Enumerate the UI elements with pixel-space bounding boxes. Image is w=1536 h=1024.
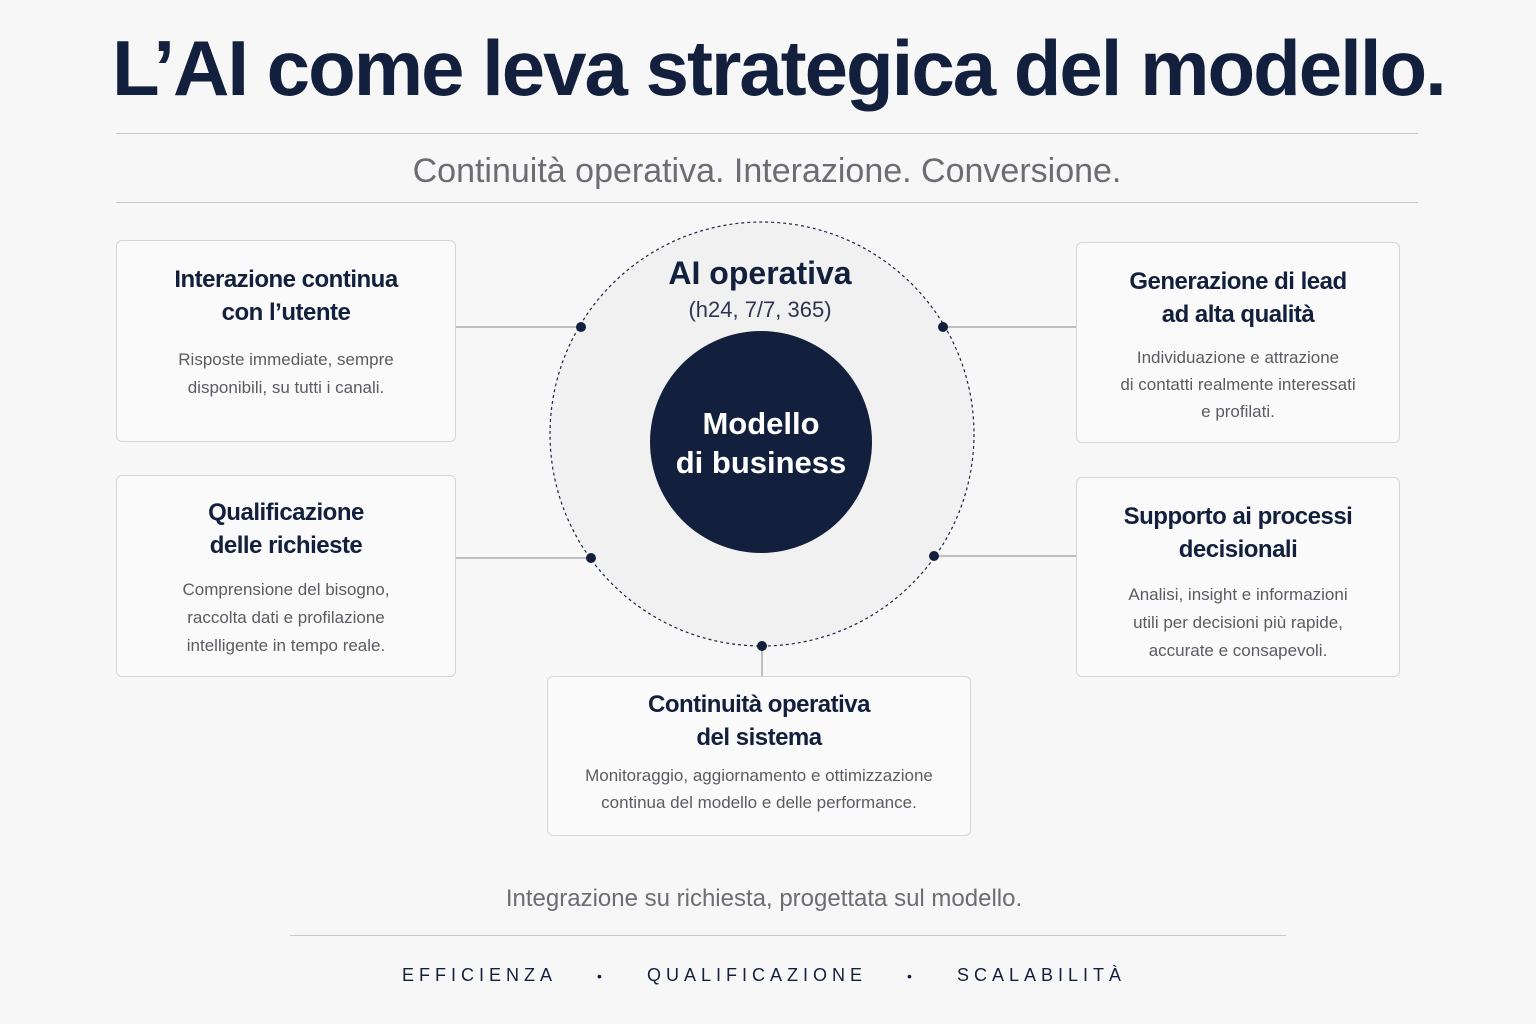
card-title: Interazione continua con l’utente	[174, 266, 398, 326]
card-decisions: Supporto ai processi decisionali Analisi…	[1076, 477, 1400, 677]
node-dot-decisions	[929, 551, 939, 561]
node-dot-leads	[938, 322, 948, 332]
ring-subtitle: (h24, 7/7, 365)	[688, 297, 832, 322]
keyword-separator: •	[907, 968, 917, 984]
card-title: Supporto ai processi decisionali	[1123, 503, 1353, 563]
card-text: Analisi, insight e informazioni utili pe…	[1128, 585, 1348, 660]
card-text: Risposte immediate, sempre disponibili, …	[178, 350, 394, 397]
keyword-qualificazione: QUALIFICAZIONE	[646, 965, 867, 985]
page-title: L’AI come leva strategica del modello.	[112, 24, 1447, 112]
node-dot-qualification	[586, 553, 596, 563]
page-subtitle: Continuità operativa. Interazione. Conve…	[412, 152, 1122, 190]
node-dot-continuity	[757, 641, 767, 651]
keyword-scalabilita: SCALABILITÀ	[956, 965, 1126, 985]
card-text: Monitoraggio, aggiornamento e ottimizzaz…	[585, 766, 933, 812]
footer-divider	[290, 935, 1286, 936]
node-dot-interaction	[576, 322, 586, 332]
card-interaction: Interazione continua con l’utente Rispos…	[116, 240, 456, 442]
keyword-separator: •	[597, 968, 607, 984]
ring-title: AI operativa	[668, 255, 852, 291]
footer-note: Integrazione su richiesta, progettata su…	[505, 885, 1023, 912]
card-text: Individuazione e attrazione di contatti …	[1120, 348, 1356, 421]
card-title: Qualificazione delle richieste	[208, 499, 364, 559]
top-divider	[116, 133, 1418, 134]
keyword-bar: EFFICIENZA • QUALIFICAZIONE • SCALABILIT…	[290, 962, 1238, 989]
core-label: Modello di business	[675, 406, 847, 480]
card-text: Comprensione del bisogno, raccolta dati …	[182, 580, 390, 655]
keyword-efficienza: EFFICIENZA	[402, 965, 558, 985]
card-continuity: Continuità operativa del sistema Monitor…	[547, 676, 971, 836]
card-title: Continuità operativa del sistema	[647, 691, 871, 751]
subtitle-divider	[116, 202, 1418, 203]
card-leads: Generazione di lead ad alta qualità Indi…	[1076, 242, 1400, 443]
card-title: Generazione di lead ad alta qualità	[1129, 268, 1347, 328]
card-qualification: Qualificazione delle richieste Comprensi…	[116, 475, 456, 677]
business-model-core	[650, 331, 872, 553]
